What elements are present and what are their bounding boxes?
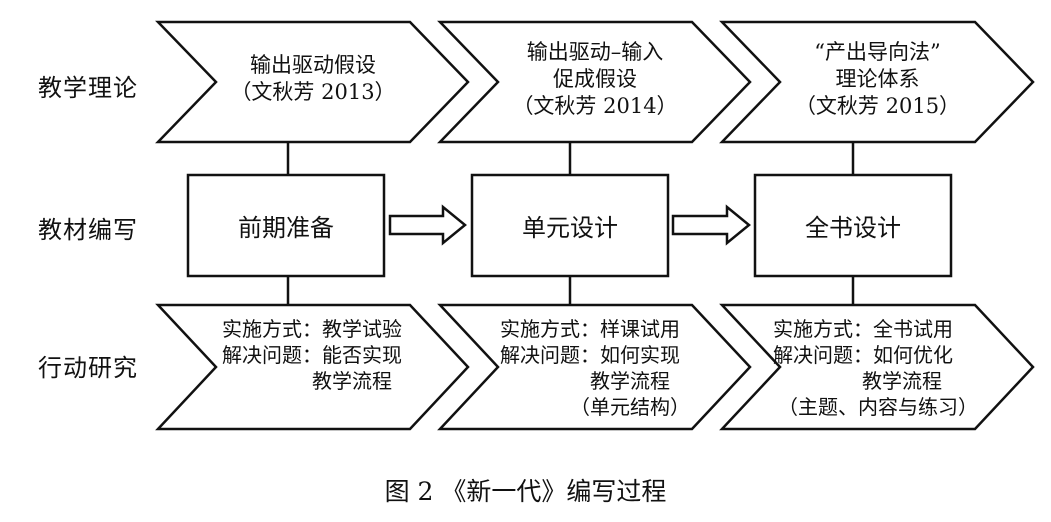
- research-3-method: 实施方式：全书试用: [773, 317, 953, 341]
- research-chevron-3: [719, 303, 1035, 431]
- research-2-extra-2: （单元结构）: [570, 395, 690, 419]
- research-text-3: 实施方式：全书试用 解决问题：如何优化 教学流程 （主题、内容与练习）: [773, 316, 983, 420]
- theory-3-line-1: “产出导向法”: [814, 40, 941, 64]
- theory-2-line-3: （文秋芳 2014）: [512, 94, 678, 118]
- theory-3-line-2: 理论体系: [835, 67, 920, 91]
- theory-2-line-2: 促成假设: [553, 67, 637, 91]
- research-2-method: 实施方式：样课试用: [500, 317, 680, 341]
- theory-1-line-1: 输出驱动假设: [250, 53, 376, 77]
- research-chevron-1: [155, 303, 470, 431]
- research-3-extra-1: 教学流程: [862, 369, 942, 393]
- stage-arrow-2: [671, 204, 751, 246]
- theory-2-line-1: 输出驱动–输入: [526, 40, 664, 64]
- research-chevron-2: [437, 303, 752, 431]
- stage-box-1: [186, 173, 386, 278]
- stage-arrow-1: [388, 204, 467, 246]
- research-1-problem: 解决问题：能否实现: [222, 343, 402, 367]
- research-3-extra-2: （主题、内容与练习）: [778, 395, 978, 419]
- theory-chevron-2: [437, 20, 752, 144]
- theory-chevron-3: [719, 20, 1035, 144]
- research-2-extra-1: 教学流程: [590, 369, 670, 393]
- stage-label-3: 全书设计: [805, 214, 901, 242]
- row-label-materials: 教材编写: [38, 216, 138, 244]
- theory-text-2: 输出驱动–输入 促成假设 （文秋芳 2014）: [498, 39, 692, 120]
- research-text-1: 实施方式：教学试验 解决问题：能否实现 教学流程: [222, 316, 422, 394]
- stage-label-2: 单元设计: [522, 214, 618, 242]
- research-3-problem: 解决问题：如何优化: [773, 343, 953, 367]
- research-1-extra-1: 教学流程: [312, 369, 392, 393]
- theory-chevron-1: [155, 20, 470, 144]
- research-1-method: 实施方式：教学试验: [222, 317, 402, 341]
- theory-1-line-2: （文秋芳 2013）: [230, 80, 396, 104]
- row-label-theory: 教学理论: [38, 74, 138, 102]
- theory-text-1: 输出驱动假设 （文秋芳 2013）: [216, 52, 410, 106]
- research-2-problem: 解决问题：如何实现: [500, 343, 680, 367]
- theory-3-line-3: （文秋芳 2015）: [794, 94, 961, 118]
- stage-label-1: 前期准备: [238, 214, 334, 242]
- research-text-2: 实施方式：样课试用 解决问题：如何实现 教学流程 （单元结构）: [500, 316, 700, 420]
- row-label-research: 行动研究: [38, 354, 138, 382]
- theory-text-3: “产出导向法” 理论体系 （文秋芳 2015）: [780, 39, 975, 120]
- figure-caption: 图 2 《新一代》编写过程: [384, 477, 667, 506]
